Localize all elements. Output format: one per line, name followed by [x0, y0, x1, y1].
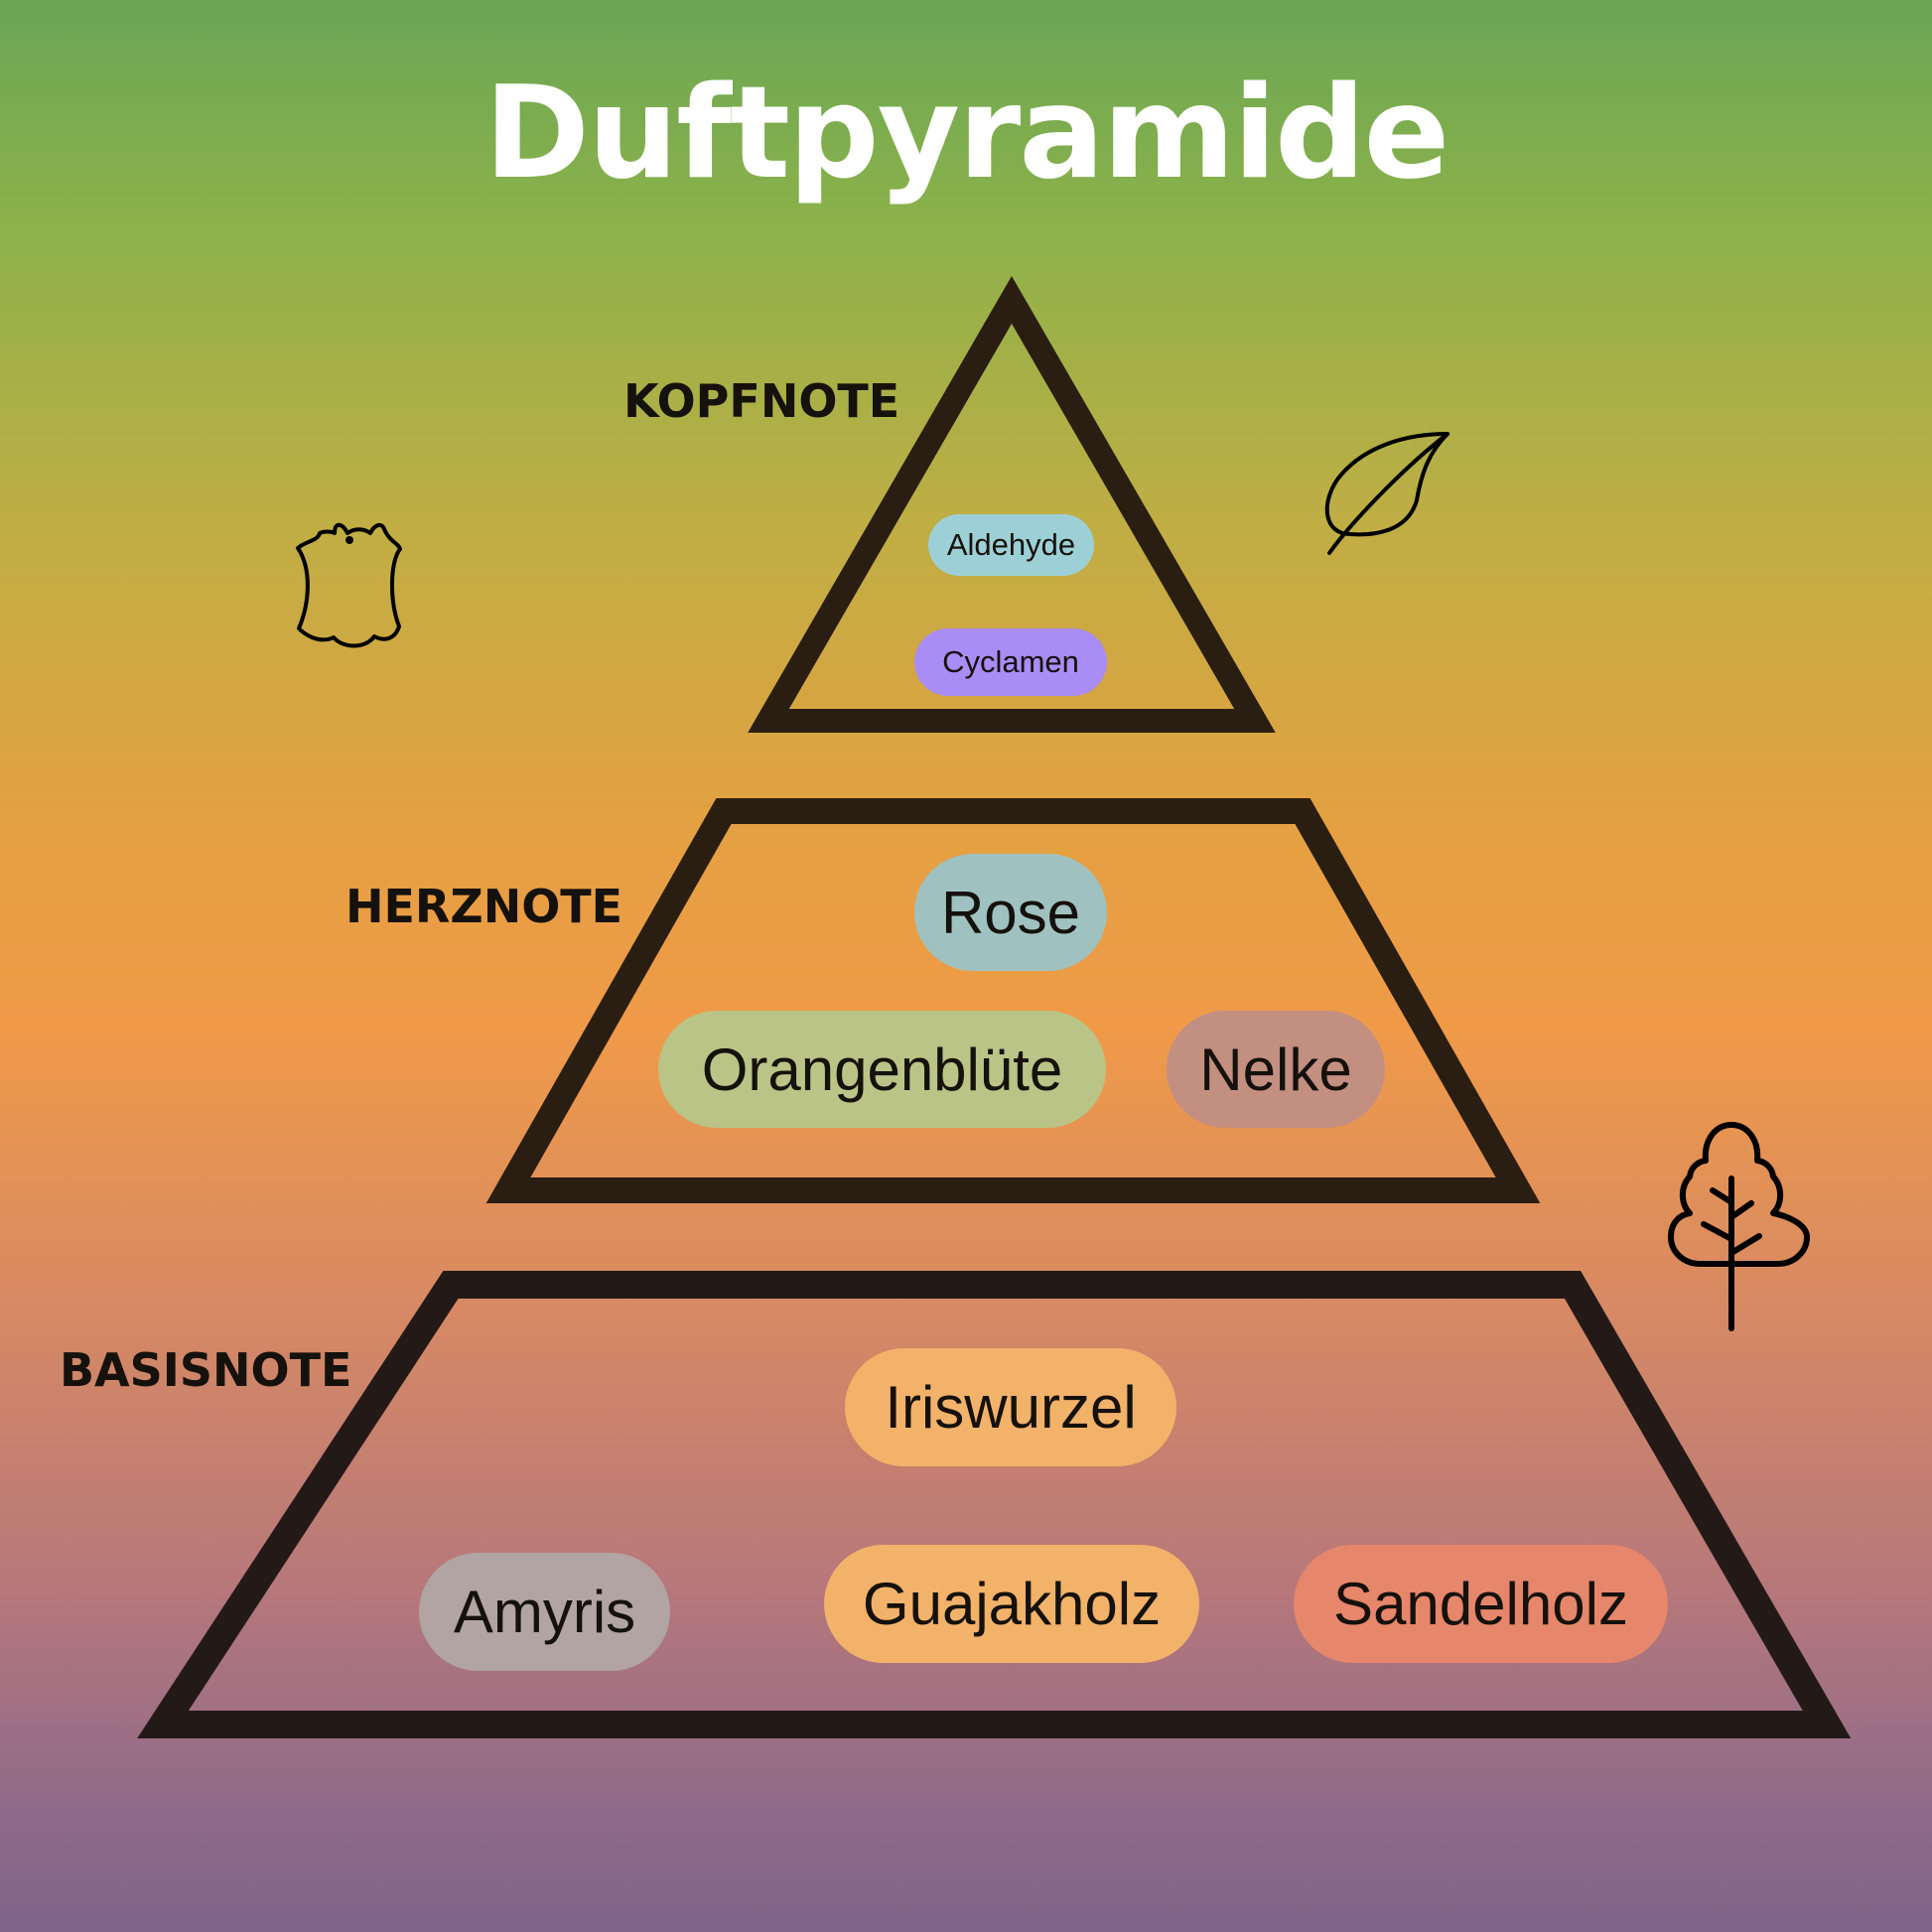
note-label: Iriswurzel [885, 1374, 1137, 1441]
tier-label-base: BASISNOTE [60, 1343, 352, 1397]
note-label: Orangenblüte [701, 1035, 1063, 1103]
tier-label-top: KOPFNOTE [623, 374, 900, 428]
note-label: Aldehyde [946, 527, 1076, 562]
note-pill-amyris: Amyris [419, 1553, 670, 1671]
tier-label-middle: HERZNOTE [345, 880, 623, 933]
leaf-icon [1324, 432, 1449, 555]
note-label: Sandelholz [1333, 1571, 1628, 1637]
note-pill-cyclamen: Cyclamen [914, 628, 1107, 696]
tree-icon [1668, 1122, 1810, 1331]
note-label: Guajakholz [862, 1571, 1162, 1637]
note-pill-aldehyde: Aldehyde [928, 514, 1094, 576]
pyramid-middle-tier [485, 798, 1541, 1203]
leather-icon [296, 522, 402, 648]
note-pill-guajakholz: Guajakholz [824, 1545, 1199, 1663]
note-pill-nelke: Nelke [1167, 1011, 1385, 1128]
pyramid-top-tier [748, 276, 1276, 733]
note-label: Amyris [453, 1579, 636, 1645]
note-pill-sandelholz: Sandelholz [1294, 1545, 1668, 1663]
note-pill-iriswurzel: Iriswurzel [845, 1348, 1176, 1466]
note-label: Cyclamen [942, 644, 1079, 679]
pyramid-base-tier [137, 1271, 1852, 1738]
page-title: Duftpyramide [483, 60, 1450, 207]
note-pill-rose: Rose [914, 854, 1107, 971]
note-label: Nelke [1199, 1035, 1352, 1103]
note-pill-orangenbluete: Orangenblüte [658, 1011, 1106, 1128]
note-label: Rose [940, 879, 1081, 946]
